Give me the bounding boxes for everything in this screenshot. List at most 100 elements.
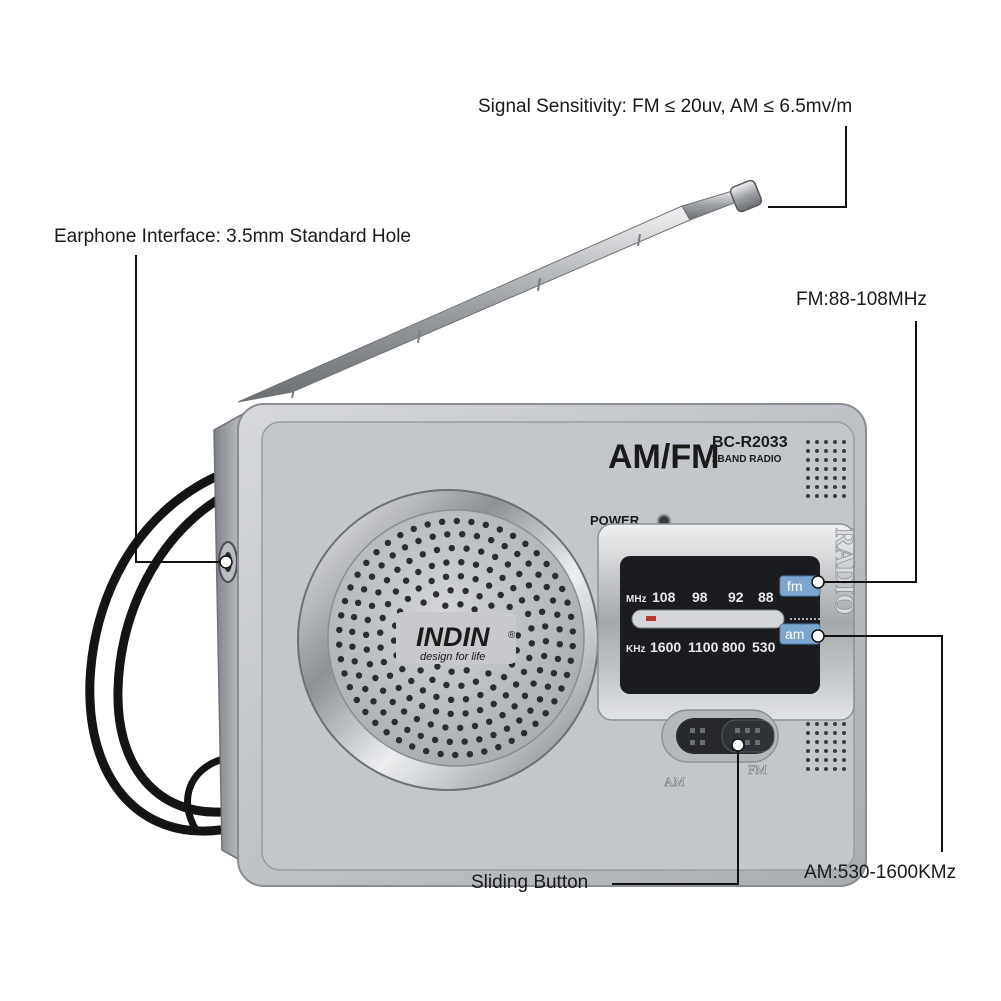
speaker-hole [447,587,454,594]
grille-hole [833,758,837,762]
speaker-hole [528,640,535,647]
speaker-hole [501,542,508,550]
speaker-hole [478,548,485,555]
am-scale-value-530: 530 [752,639,776,655]
speaker-hole [552,572,559,580]
speaker-hole [418,702,426,710]
speaker-hole [527,707,534,714]
callout-leaders [135,126,943,885]
speaker-hole [514,550,521,558]
grille-hole [842,485,846,489]
speaker-hole [433,693,440,700]
speaker-hole [495,743,502,751]
speaker-hole [437,750,444,758]
grille-hole [833,485,837,489]
speaker-hole [399,665,406,673]
brand-registered-mark: ® [508,630,516,641]
band-slide-switch[interactable] [661,709,779,763]
speaker-hole [389,552,396,559]
speaker-hole [463,545,470,552]
speaker-hole [349,628,356,635]
grille-hole [833,494,837,498]
grille-hole [842,758,846,762]
grille-hole [842,749,846,753]
speaker-hole [362,708,369,716]
grille-hole [824,440,828,444]
grille-hole [824,740,828,744]
grille-hole [806,758,810,762]
speaker-hole [459,531,466,538]
speaker-hole [520,668,528,676]
switch-fm-label: FM [748,762,767,777]
speaker-hole [520,729,528,737]
speaker-hole [499,711,506,719]
speaker-hole [485,670,492,677]
speaker-hole [431,736,439,744]
speaker-hole [542,623,549,630]
grille-hole [824,731,828,735]
model-subtitle: 2BAND RADIO [712,454,782,465]
speaker-hole [512,681,520,688]
speaker-hole [368,602,376,609]
speaker-hole [400,708,408,715]
speaker-hole [338,612,345,619]
grille-hole [833,440,837,444]
speaker-hole [471,606,478,613]
speaker-hole [350,613,358,621]
speaker-hole [502,692,510,699]
speaker-hole [461,738,468,745]
speaker-hole [406,694,413,702]
speaker-hole [481,748,488,755]
speaker-hole [472,678,480,685]
am-unit-label: KHz [626,644,645,655]
speaker-hole [458,559,465,566]
fm-band-badge: fm [779,575,821,597]
grille-hole [806,749,810,753]
speaker-hole [516,717,523,724]
grille-hole [824,749,828,753]
speaker-hole [447,696,455,703]
brand-tagline: design for life [420,651,485,663]
speaker-hole [429,533,436,540]
grille-hole [806,476,810,480]
speaker-hole [473,532,481,540]
speaker-hole [462,710,469,717]
speaker-hole [462,587,469,595]
speaker-hole [377,629,384,636]
grille-hole [833,749,837,753]
grille-hole [806,485,810,489]
grille-hole [842,767,846,771]
grille-hole [824,485,828,489]
grille-hole [824,449,828,453]
speaker-hole [569,628,576,635]
speaker-hole [506,603,513,611]
slide-switch-knob[interactable] [721,719,775,753]
speaker-hole [556,626,563,633]
speaker-hole [360,586,368,593]
speaker-hole [550,670,558,677]
speaker-hole [417,667,424,674]
speaker-hole [347,584,354,591]
speaker-hole [429,676,436,683]
speaker-hole [394,566,401,573]
grille-hole [842,494,846,498]
speaker-hole [522,540,529,547]
speaker-hole [362,631,370,638]
speaker-hole [528,625,535,632]
callout-dots [219,555,825,752]
speaker-hole [525,582,533,589]
speaker-hole [533,550,540,557]
speaker-hole [380,709,387,716]
speaker-hole [471,722,479,730]
grille-hole [842,458,846,462]
speaker-hole [410,525,417,533]
speaker-hole [390,637,398,644]
speaker-hole [516,570,523,578]
speaker-hole [349,643,356,650]
speaker-hole [476,706,484,714]
speaker-hole [511,703,518,710]
grille-hole [815,440,819,444]
speaker-hole [378,562,385,569]
speaker-hole [536,696,544,703]
